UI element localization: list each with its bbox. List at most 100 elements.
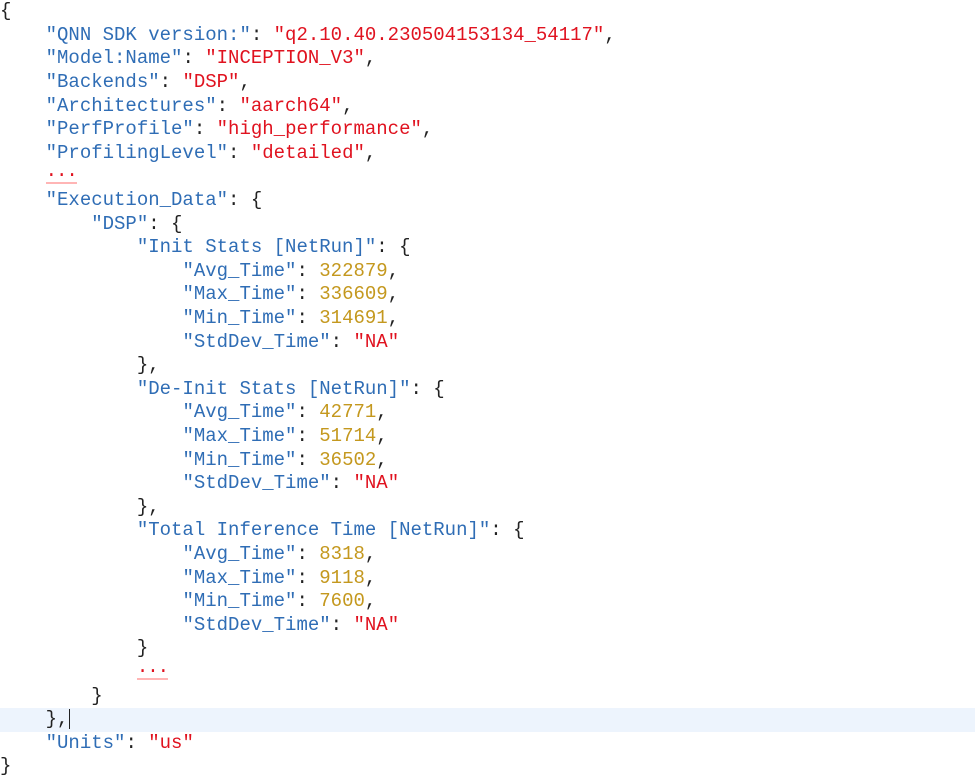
json-punctuation: , — [364, 543, 377, 565]
code-line[interactable]: "Avg_Time": 8318, — [0, 543, 975, 567]
json-string-value: "high_performance" — [216, 118, 422, 141]
json-punctuation: , — [364, 141, 377, 164]
json-punctuation: : — [296, 401, 320, 424]
json-number-value: 42771 — [319, 401, 377, 424]
json-punctuation: : — [296, 590, 320, 613]
json-punctuation: , — [364, 566, 377, 589]
indent — [0, 567, 182, 589]
code-line[interactable]: "Backends": "DSP", — [0, 71, 975, 95]
indent — [0, 165, 46, 187]
indent — [0, 236, 137, 258]
json-key: "Total Inference Time [NetRun]" — [136, 519, 491, 542]
indent — [0, 118, 46, 140]
code-line[interactable]: } — [0, 685, 975, 709]
code-line[interactable]: "PerfProfile": "high_performance", — [0, 118, 975, 142]
json-string-value: "us" — [148, 731, 194, 754]
indent — [0, 614, 182, 636]
json-punctuation: : — [296, 566, 320, 589]
json-key: "Backends" — [45, 71, 160, 93]
indent — [0, 331, 182, 353]
code-line[interactable]: } — [0, 637, 975, 661]
json-key: "Init Stats [NetRun]" — [136, 236, 377, 259]
json-number-value: 9118 — [319, 566, 365, 589]
code-line[interactable]: } — [0, 755, 975, 779]
indent — [0, 543, 182, 565]
json-punctuation: , — [604, 23, 616, 46]
code-line[interactable]: "Avg_Time": 322879, — [0, 260, 975, 284]
json-punctuation: , — [376, 425, 388, 447]
json-punctuation: } — [0, 755, 12, 778]
json-number-value: 8318 — [319, 543, 365, 565]
json-string-value: "NA" — [353, 330, 400, 353]
json-punctuation: }, — [136, 354, 160, 377]
json-punctuation: } — [91, 684, 103, 707]
code-line[interactable]: "DSP": { — [0, 213, 975, 237]
code-line[interactable]: "Max_Time": 9118, — [0, 567, 975, 591]
code-line[interactable]: "De-Init Stats [NetRun]": { — [0, 378, 975, 402]
code-line[interactable]: "StdDev_Time": "NA" — [0, 614, 975, 638]
json-string-value: "DSP" — [182, 71, 240, 93]
code-line[interactable]: "StdDev_Time": "NA" — [0, 472, 975, 496]
code-line[interactable]: "Units": "us" — [0, 732, 975, 756]
json-key: "Max_Time" — [182, 283, 297, 306]
json-punctuation: : — [296, 259, 320, 282]
code-line[interactable]: "Execution_Data": { — [0, 189, 975, 213]
indent — [0, 189, 46, 211]
json-number-value: 322879 — [319, 259, 388, 282]
indent — [0, 449, 182, 471]
json-key: "Avg_Time" — [182, 543, 297, 565]
json-punctuation: : — [296, 307, 320, 329]
code-line[interactable]: "Architectures": "aarch64", — [0, 95, 975, 119]
code-line[interactable]: "Avg_Time": 42771, — [0, 401, 975, 425]
json-key: "De-Init Stats [NetRun]" — [136, 377, 411, 400]
json-string-value: "INCEPTION_V3" — [205, 47, 365, 70]
code-line[interactable]: "Total Inference Time [NetRun]": { — [0, 519, 975, 543]
json-key: "Model:Name" — [45, 47, 183, 70]
json-key: "ProfilingLevel" — [45, 141, 229, 164]
code-line[interactable]: "Min_Time": 314691, — [0, 307, 975, 331]
json-punctuation: , — [364, 590, 377, 613]
indent — [0, 260, 182, 282]
indent — [0, 590, 182, 612]
json-punctuation: : — [330, 613, 354, 636]
indent — [0, 71, 46, 93]
code-line[interactable]: }, — [0, 354, 975, 378]
code-line[interactable]: }, — [0, 496, 975, 520]
code-line[interactable]: "Min_Time": 7600, — [0, 590, 975, 614]
code-line[interactable]: "Max_Time": 51714, — [0, 425, 975, 449]
json-key: "DSP" — [91, 212, 149, 235]
code-line[interactable]: "Max_Time": 336609, — [0, 283, 975, 307]
code-line[interactable]: { — [0, 0, 975, 24]
indent — [0, 732, 46, 754]
json-punctuation: : — [296, 283, 320, 306]
json-punctuation: : — [182, 47, 206, 70]
code-line[interactable]: "QNN SDK version:": "q2.10.40.2305041531… — [0, 24, 975, 48]
json-number-value: 36502 — [319, 448, 377, 471]
json-punctuation: : — [125, 731, 149, 754]
json-key: "Units" — [45, 731, 126, 754]
indent — [0, 661, 137, 683]
json-string-value: "NA" — [353, 613, 400, 636]
code-line[interactable]: ... — [0, 656, 975, 685]
code-line[interactable]: "Min_Time": 36502, — [0, 449, 975, 473]
indent — [0, 637, 137, 659]
code-line[interactable]: "ProfilingLevel": "detailed", — [0, 142, 975, 166]
json-punctuation: : { — [228, 189, 263, 211]
code-line-current[interactable]: }, — [0, 708, 975, 732]
json-punctuation: , — [364, 47, 377, 70]
json-key: "StdDev_Time" — [182, 472, 331, 495]
json-key: "Max_Time" — [182, 566, 297, 589]
code-line[interactable]: "StdDev_Time": "NA" — [0, 331, 975, 355]
code-line[interactable]: "Model:Name": "INCEPTION_V3", — [0, 47, 975, 71]
indent — [0, 47, 46, 69]
json-punctuation: : — [296, 448, 320, 471]
collapsed-ellipsis: ... — [45, 160, 78, 185]
code-line[interactable]: "Init Stats [NetRun]": { — [0, 236, 975, 260]
indent — [0, 708, 46, 730]
indent — [0, 496, 137, 518]
json-key: "Min_Time" — [182, 590, 297, 613]
code-line[interactable]: ... — [0, 160, 975, 189]
indent — [0, 307, 182, 329]
json-number-value: 51714 — [319, 425, 377, 447]
